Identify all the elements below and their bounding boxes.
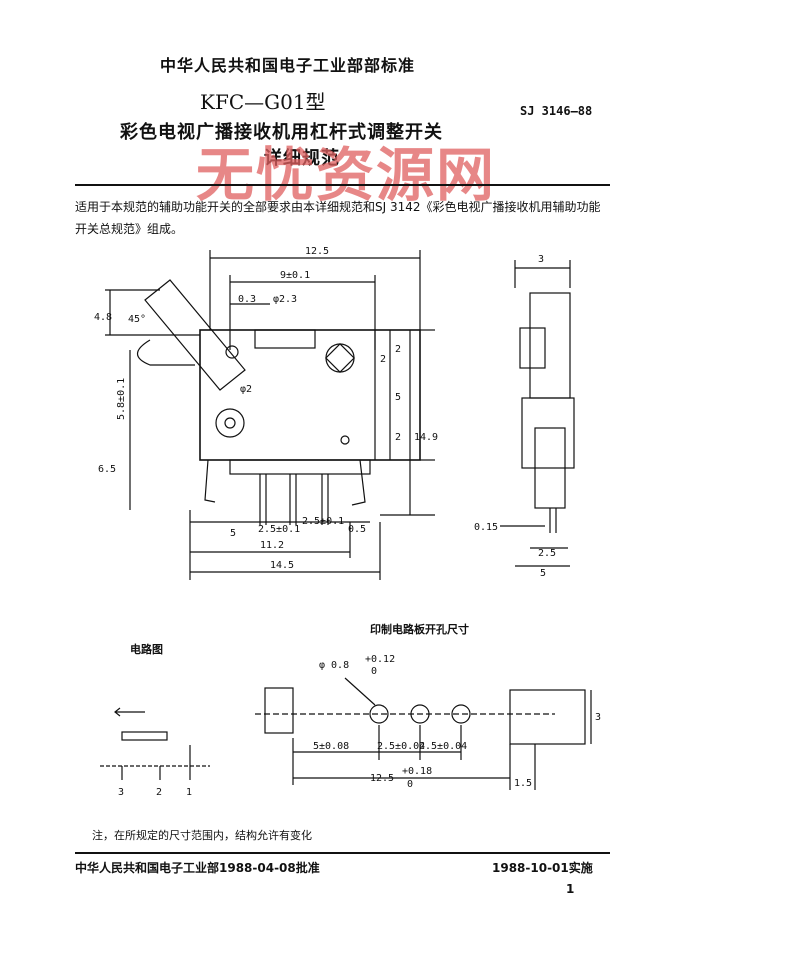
dim-6-5: 6.5 [98, 464, 116, 475]
dim-14-9: 14.9 [414, 432, 438, 443]
side-dim-2-5: 2.5 [538, 548, 556, 559]
dim-2-c: 2 [395, 432, 401, 443]
side-dim-3: 3 [538, 254, 544, 265]
circuit-diagram: 3 2 1 [100, 707, 210, 798]
pcb-dim-12-5-tol-plus: +0.18 [402, 766, 432, 777]
dim-phi-2-3: φ2.3 [273, 294, 297, 305]
pcb-dim-12-5: 12.5 [370, 773, 394, 784]
implementation-date: 1988-10-01实施 [492, 861, 593, 875]
circuit-diagram-label: 电路图 [130, 643, 163, 656]
header-rule [75, 184, 610, 186]
side-dim-0-15: 0.15 [474, 522, 498, 533]
dim-5-8: 5.8±0.1 [116, 378, 127, 420]
standard-number: SJ 3146—88 [520, 104, 593, 118]
dim-0-3: 0.3 [238, 294, 256, 305]
pcb-dim-5: 5±0.08 [313, 741, 349, 752]
pcb-hole-layout-drawing: φ 0.8 +0.12 0 5±0.08 2.5±0.04 2.5±0.04 1… [255, 654, 601, 790]
pcb-dim-2-5-a: 2.5±0.04 [377, 741, 425, 752]
switch-front-view-drawing: 12.5 9±0.1 0.3 φ2.3 4.8 45° 5.8±0.1 φ2 6… [94, 246, 438, 580]
page-number: 1 [566, 882, 575, 896]
dim-11-2: 11.2 [260, 540, 284, 551]
pcb-dim-hole-tol-plus: +0.12 [365, 654, 395, 665]
pcb-dim-2-5-b: 2.5±0.04 [419, 741, 467, 752]
pcb-dim-hole-tol-minus: 0 [371, 666, 377, 677]
dim-5-right: 5 [395, 392, 401, 403]
model-name: KFC—G01型 [200, 90, 326, 114]
circuit-pin-2: 2 [156, 787, 162, 798]
dim-2-b: 2 [395, 344, 401, 355]
issuing-organization: 中华人民共和国电子工业部部标准 [160, 56, 416, 75]
pcb-dim-hole: φ 0.8 [319, 660, 349, 671]
dim-phi-2: φ2 [240, 384, 252, 395]
side-dim-5: 5 [540, 568, 546, 579]
dim-4-8: 4.8 [94, 312, 112, 323]
switch-side-view-drawing: 3 0.15 2.5 5 [474, 254, 575, 579]
pcb-layout-label: 印制电路板开孔尺寸 [370, 623, 469, 636]
dim-2-a: 2 [380, 354, 386, 365]
circuit-pin-1: 1 [186, 787, 192, 798]
footnote: 注，在所规定的尺寸范围内，结构允许有变化 [92, 829, 312, 842]
intro-paragraph: 适用于本规范的辅助功能开关的全部要求由本详细规范和SJ 3142《彩色电视广播接… [75, 200, 601, 236]
document-title: 彩色电视广播接收机用杠杆式调整开关 [120, 122, 443, 143]
watermark: 无忧资源网 [196, 141, 497, 209]
dim-12-5: 12.5 [305, 246, 329, 257]
dim-bottom-2-5-b: 2.5±0.1 [302, 516, 344, 527]
dim-9: 9±0.1 [280, 270, 310, 281]
pcb-dim-1-5: 1.5 [514, 778, 532, 789]
dim-bottom-2-5-a: 2.5±0.1 [258, 524, 300, 535]
circuit-pin-3: 3 [118, 787, 124, 798]
dim-bottom-0-5: 0.5 [348, 524, 366, 535]
pcb-dim-12-5-tol-minus: 0 [407, 779, 413, 790]
dim-bottom-5: 5 [230, 528, 236, 539]
pcb-dim-3: 3 [595, 712, 601, 723]
dim-14-5: 14.5 [270, 560, 294, 571]
footer-rule [75, 852, 610, 854]
approval-info: 中华人民共和国电子工业部1988-04-08批准 [75, 861, 320, 875]
document-subtitle: 详细规范 [264, 148, 340, 169]
dim-45-deg: 45° [128, 314, 146, 325]
